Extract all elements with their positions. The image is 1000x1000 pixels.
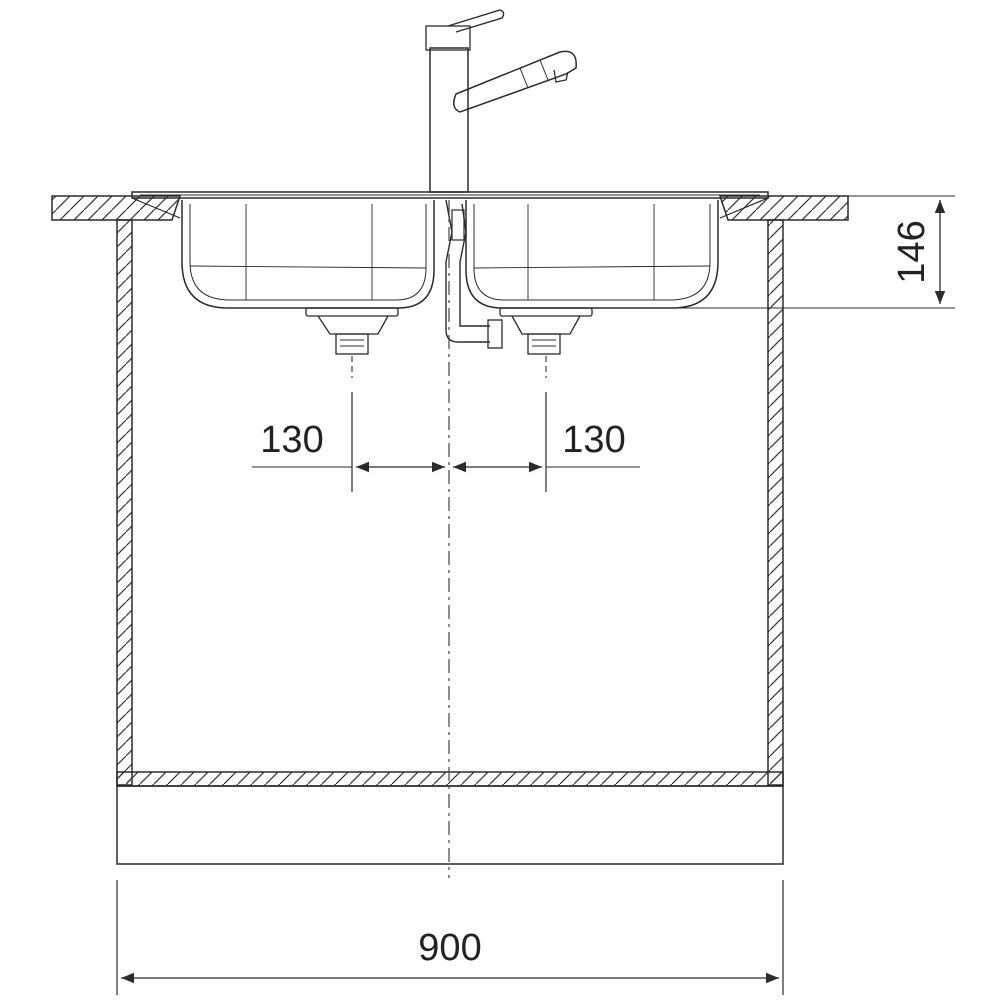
left-offset-label: 130 bbox=[260, 419, 323, 461]
left-drain bbox=[305, 307, 399, 355]
cabinet bbox=[116, 219, 784, 865]
depth-dimension: 146 bbox=[660, 195, 955, 309]
cabinet-right-wall bbox=[767, 219, 784, 786]
countertop-right bbox=[718, 195, 849, 221]
double-bowl-sink bbox=[131, 191, 769, 355]
right-offset-label: 130 bbox=[562, 419, 625, 461]
faucet-lever bbox=[447, 9, 505, 33]
faucet-spout bbox=[453, 50, 577, 113]
faucet-body bbox=[429, 47, 469, 193]
countertop-left bbox=[51, 195, 182, 221]
width-dimension-label: 900 bbox=[418, 927, 481, 969]
depth-dimension-label: 146 bbox=[891, 220, 933, 283]
left-bowl bbox=[181, 200, 435, 309]
right-bowl bbox=[465, 200, 719, 309]
faucet bbox=[425, 9, 577, 193]
drain-offset-dimensions: 130 130 bbox=[252, 392, 640, 492]
cabinet-floor bbox=[116, 771, 784, 787]
width-dimension: 900 bbox=[116, 880, 784, 995]
right-drain bbox=[499, 307, 593, 355]
cabinet-plinth bbox=[116, 785, 784, 865]
countertop bbox=[51, 195, 849, 221]
cabinet-left-wall bbox=[116, 219, 133, 786]
overflow-pipe bbox=[445, 199, 503, 349]
